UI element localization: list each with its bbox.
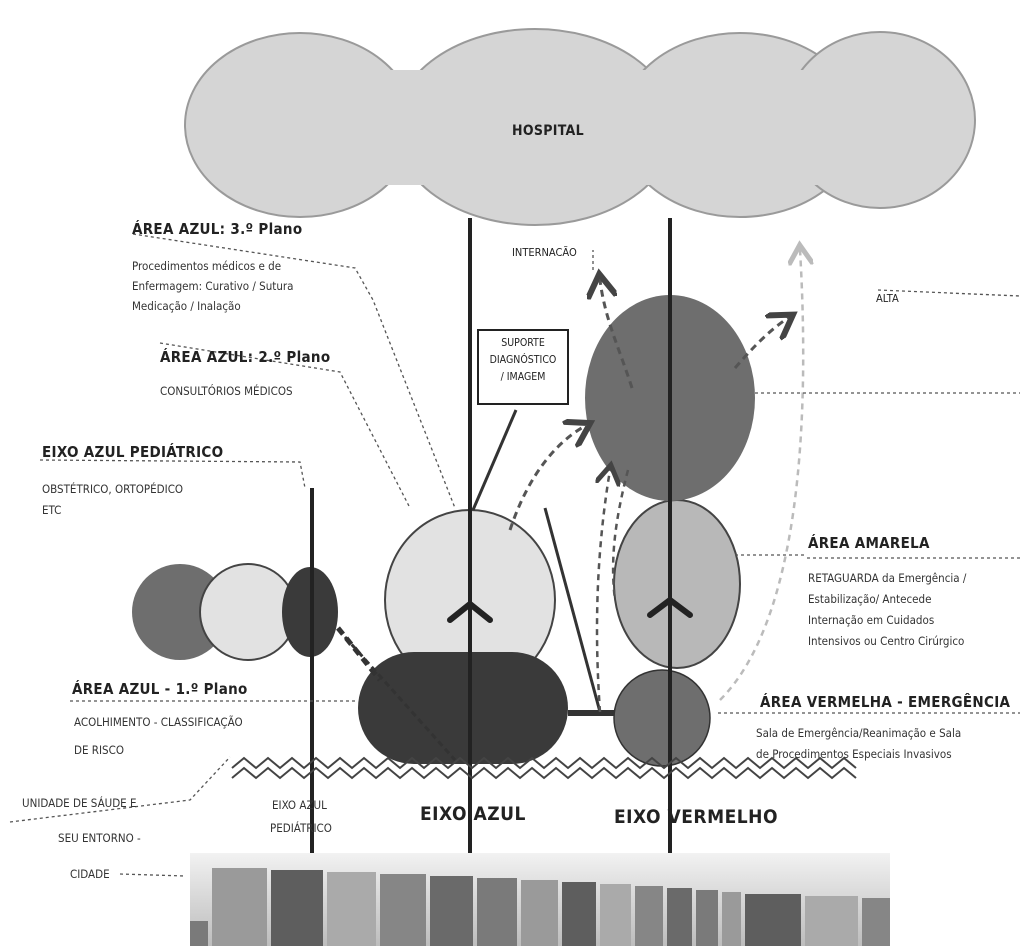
ground-zigzag xyxy=(231,756,857,770)
unidade-line-2: SEU ENTORNO - xyxy=(58,831,141,845)
hospital-cloud xyxy=(184,28,976,226)
area-amarela-line-3: Internação em Cuidados xyxy=(808,613,935,627)
area-amarela-circle xyxy=(613,499,741,669)
area-vermelha-circle xyxy=(613,669,711,767)
suporte-line-2: DIAGNÓSTICO xyxy=(489,354,557,366)
eixo-vermelho-label: EIXO VERMELHO xyxy=(614,806,779,828)
ground-zigzag-2 xyxy=(231,766,857,780)
pediatric-circle-mid xyxy=(199,563,297,661)
flow-arrow-internacao xyxy=(600,280,634,389)
area-azul-1-line-1: ACOLHIMENTO - CLASSIFICAÇÃO xyxy=(74,715,243,729)
chevron-up-icon xyxy=(447,600,493,623)
bottom-eixo-azul-pediatrico-line-1: EIXO AZUL xyxy=(272,798,327,812)
city-building xyxy=(327,872,376,946)
city-building xyxy=(667,888,692,946)
connector-to-vermelha xyxy=(543,507,602,713)
area-vermelha-title: ÁREA VERMELHA - EMERGÊNCIA xyxy=(760,693,1011,711)
eixo-azul-pediatrico-line-2: ETC xyxy=(42,503,62,517)
city-building xyxy=(521,880,558,946)
city-building xyxy=(745,894,801,946)
city-building xyxy=(562,882,596,946)
area-azul-3-line-2: Enfermagem: Curativo / Sutura xyxy=(132,279,294,293)
city-building xyxy=(635,886,663,946)
city-building xyxy=(722,892,741,946)
area-amarela-line-4: Intensivos ou Centro Cirúrgico xyxy=(808,634,965,648)
pediatric-circle-left xyxy=(132,564,228,660)
area-azul-1-line-2: DE RISCO xyxy=(74,743,124,757)
connector-to-suporte xyxy=(471,409,518,511)
city-building xyxy=(600,884,631,946)
city-building xyxy=(805,896,858,946)
area-vermelha-line-1: Sala de Emergência/Reanimação e Sala xyxy=(756,726,962,740)
flow-arrow-alta xyxy=(733,318,788,369)
city-building xyxy=(271,870,323,946)
chevron-up-icon xyxy=(647,596,693,618)
leader-lines xyxy=(9,233,1021,877)
area-amarela-title: ÁREA AMARELA xyxy=(808,534,930,552)
eixo-azul-label: EIXO AZUL xyxy=(420,803,526,825)
city-strip-photo xyxy=(190,853,890,946)
area-amarela-line-1: RETAGUARDA da Emergência / xyxy=(808,571,967,585)
city-building xyxy=(380,874,426,946)
eixo-azul-pediatrico-line-1: OBSTÉTRICO, ORTOPÉDICO xyxy=(42,482,184,496)
city-building xyxy=(862,898,890,946)
connector-pediatrico-diagonal xyxy=(343,636,457,761)
area-azul-2-title: ÁREA AZUL: 2.º Plano xyxy=(160,348,331,366)
area-azul-2-line-1: CONSULTÓRIOS MÉDICOS xyxy=(160,384,293,398)
hospital-label: HOSPITAL xyxy=(512,123,584,139)
suporte-diagnostico-box: SUPORTE DIAGNÓSTICO / IMAGEM xyxy=(477,329,569,405)
flow-arrow-vermelha-up xyxy=(597,470,610,713)
area-azul-1-capsule xyxy=(358,652,568,764)
flow-arrow-suporte xyxy=(508,426,585,531)
alta-label: ALTA xyxy=(876,292,899,305)
city-building xyxy=(477,878,517,946)
area-azul-3-line-1: Procedimentos médicos e de xyxy=(132,259,282,273)
suporte-line-1: SUPORTE xyxy=(501,337,545,349)
area-amarela-line-2: Estabilização/ Antecede xyxy=(808,592,932,606)
suporte-line-3: / IMAGEM xyxy=(500,371,546,383)
area-vermelha-line-2: de Procedimentos Especiais Invasivos xyxy=(756,747,952,761)
unidade-line-1: UNIDADE DE SÁUDE E xyxy=(22,796,137,810)
city-building xyxy=(696,890,718,946)
bottom-eixo-azul-pediatrico-line-2: PEDIÁTRICO xyxy=(270,821,332,835)
internacao-label: INTERNACÃO xyxy=(512,246,577,259)
flow-arrow-amarela xyxy=(611,469,630,601)
eixo-azul-pediatrico-title: EIXO AZUL PEDIÁTRICO xyxy=(42,443,224,461)
city-building xyxy=(430,876,473,946)
area-azul-1-title: ÁREA AZUL - 1.º Plano xyxy=(72,680,248,698)
city-building xyxy=(212,868,267,946)
flow-arrow-alta-light xyxy=(719,250,803,701)
city-building xyxy=(190,921,208,946)
area-azul-3-line-3: Medicação / Inalação xyxy=(132,299,241,313)
area-azul-3-title: ÁREA AZUL: 3.º Plano xyxy=(132,220,303,238)
unidade-line-3: CIDADE xyxy=(70,867,110,881)
